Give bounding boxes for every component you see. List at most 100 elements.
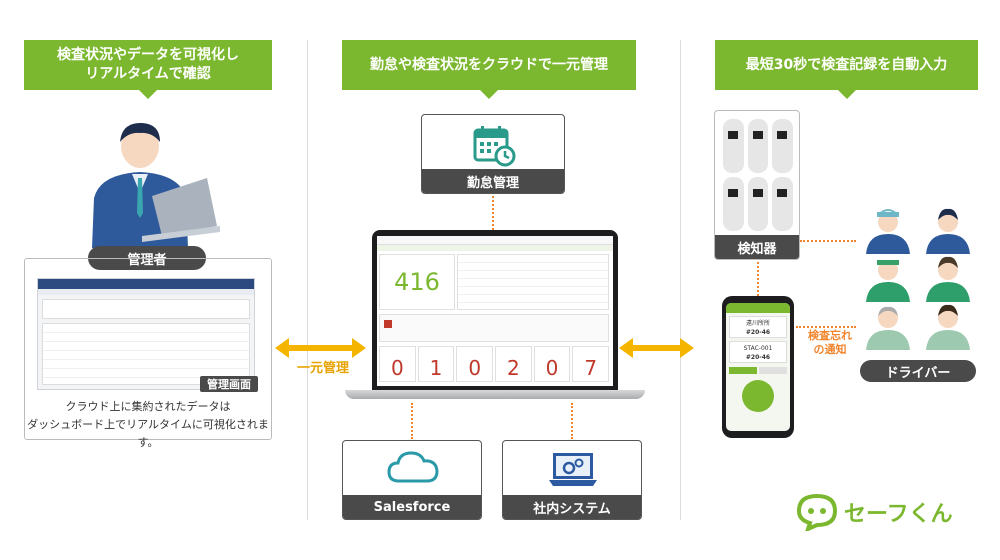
- banner-left: 検査状況やデータを可視化し リアルタイムで確認: [24, 40, 272, 99]
- count-cell: 1: [417, 346, 455, 382]
- count-cell: 0: [379, 346, 416, 382]
- count-cell: 2: [495, 346, 532, 382]
- salesforce-label: Salesforce: [343, 495, 481, 519]
- banner-center-text: 勤怠や検査状況をクラウドで一元管理: [370, 56, 608, 73]
- detector-device: [723, 177, 744, 231]
- phone-row-2-value: #20-46: [745, 354, 771, 361]
- admin-screen-mock: [37, 278, 255, 390]
- count-value: 0: [468, 356, 482, 380]
- internal-system-label: 社内システム: [503, 495, 641, 519]
- attendance-box: 勤怠管理: [421, 114, 565, 194]
- count-cell: 0: [456, 346, 494, 382]
- phone-arrow-right-head: [680, 338, 694, 358]
- salesforce-box: Salesforce: [342, 440, 482, 520]
- drivers-illustration: [866, 208, 970, 350]
- notify-line1: 検査忘れ: [808, 329, 852, 342]
- count-value: 2: [506, 356, 520, 380]
- banner-right-text: 最短30秒で検査記録を自動入力: [745, 56, 948, 73]
- attendance-label-text: 勤怠管理: [466, 175, 519, 191]
- connector-detector-phone: [757, 262, 759, 296]
- detector-label-text: 検知器: [737, 241, 777, 257]
- phone-row-1-value: #20-46: [745, 329, 771, 336]
- dash-table-panel: [457, 254, 609, 310]
- connector-drivers-phone: [796, 326, 856, 328]
- internal-system-label-text: 社内システム: [533, 501, 611, 517]
- count-cell: 7: [572, 346, 610, 382]
- notify-label: 検査忘れ の通知: [804, 329, 856, 357]
- logo-text: セーフくん: [844, 502, 953, 527]
- connector-salesforce: [411, 403, 413, 439]
- smartphone-screen: 遠川所所 #20-46 STAC-001 #20-46: [726, 303, 790, 431]
- phone-arrow-bar: [628, 345, 684, 351]
- attendance-label: 勤怠管理: [422, 169, 564, 193]
- dash-big-panel: 416: [379, 254, 455, 310]
- driver-label: ドライバー: [860, 360, 976, 382]
- admin-mock-topbar: [38, 279, 254, 289]
- detector-device: [723, 119, 744, 173]
- connector-attendance: [492, 196, 494, 230]
- internal-system-box: 社内システム: [502, 440, 642, 520]
- cloud-icon: [387, 451, 439, 483]
- phone-row-1-line1: 遠川所所: [745, 320, 770, 327]
- admin-screen-frame: [24, 258, 272, 440]
- phone-arrow-left-head: [619, 338, 633, 358]
- dash-counts-row: 0 1 0 2 0 7: [379, 346, 610, 382]
- phone-header: [726, 303, 790, 313]
- dash-nav: [377, 245, 613, 251]
- dash-big-number: 416: [394, 268, 440, 296]
- connector-drivers-detector: [800, 240, 856, 242]
- count-value: 0: [545, 356, 559, 380]
- count-value: 0: [390, 356, 404, 380]
- left-caption: クラウド上に集約されたデータは ダッシュボード上でリアルタイムに可視化されます。: [24, 398, 272, 452]
- central-arrow-bar: [284, 345, 354, 351]
- detector-label: 検知器: [715, 235, 799, 259]
- calendar-clock-icon: [473, 126, 516, 167]
- salesforce-label-text: Salesforce: [373, 499, 451, 515]
- phone-row-2-line1: STAC-001: [743, 345, 773, 352]
- central-arrow-right-head: [352, 338, 366, 358]
- banner-left-line2: リアルタイムで確認: [85, 66, 211, 82]
- logo: セーフくん: [796, 490, 976, 534]
- phone-tabs: [729, 367, 787, 374]
- notify-line2: の通知: [813, 343, 847, 356]
- banner-center: 勤怠や検査状況をクラウドで一元管理: [342, 40, 636, 99]
- divider-right: [680, 40, 681, 520]
- logo-icon: [796, 493, 838, 531]
- phone-row-2: STAC-001 #20-46: [729, 341, 787, 363]
- laptop-base: [345, 390, 645, 399]
- central-arrow-left-head: [275, 338, 289, 358]
- detector-grid: [723, 119, 793, 231]
- detector-device: [772, 119, 793, 173]
- admin-screen-label-text: 管理画面: [207, 378, 251, 391]
- banner-right: 最短30秒で検査記録を自動入力: [715, 40, 978, 99]
- dash-alert-panel: [379, 314, 609, 342]
- laptop-screen: 416 0 1 0 2 0 7: [377, 236, 613, 386]
- detector-box: 検知器: [714, 110, 800, 260]
- laptop-gear-icon: [549, 453, 597, 486]
- caption-line2: ダッシュボード上でリアルタイムに可視化されます。: [27, 418, 269, 449]
- admin-illustration: [92, 122, 220, 248]
- count-value: 7: [584, 356, 598, 380]
- connector-internal: [571, 403, 573, 439]
- driver-label-text: ドライバー: [885, 365, 951, 381]
- admin-screen-label: 管理画面: [200, 376, 258, 392]
- phone-tab-active[interactable]: [729, 367, 757, 374]
- count-value: 1: [429, 356, 443, 380]
- detector-device: [747, 119, 769, 173]
- detector-device: [772, 177, 793, 231]
- admin-mock-nav: [38, 289, 254, 295]
- divider-left: [307, 40, 308, 520]
- count-cell: 0: [533, 346, 571, 382]
- central-label: 一元管理: [296, 361, 349, 376]
- phone-tab[interactable]: [759, 367, 787, 374]
- admin-label-text: 管理者: [127, 252, 167, 268]
- detector-device: [747, 177, 769, 231]
- admin-mock-header: [42, 299, 250, 319]
- alert-icon: [384, 320, 392, 328]
- dash-topbar: [377, 236, 613, 245]
- caption-line1: クラウド上に集約されたデータは: [65, 400, 231, 413]
- banner-left-line1: 検査状況やデータを可視化し: [57, 47, 239, 63]
- phone-start-button[interactable]: [742, 380, 774, 412]
- phone-row-1: 遠川所所 #20-46: [729, 316, 787, 338]
- admin-mock-table: [42, 323, 250, 385]
